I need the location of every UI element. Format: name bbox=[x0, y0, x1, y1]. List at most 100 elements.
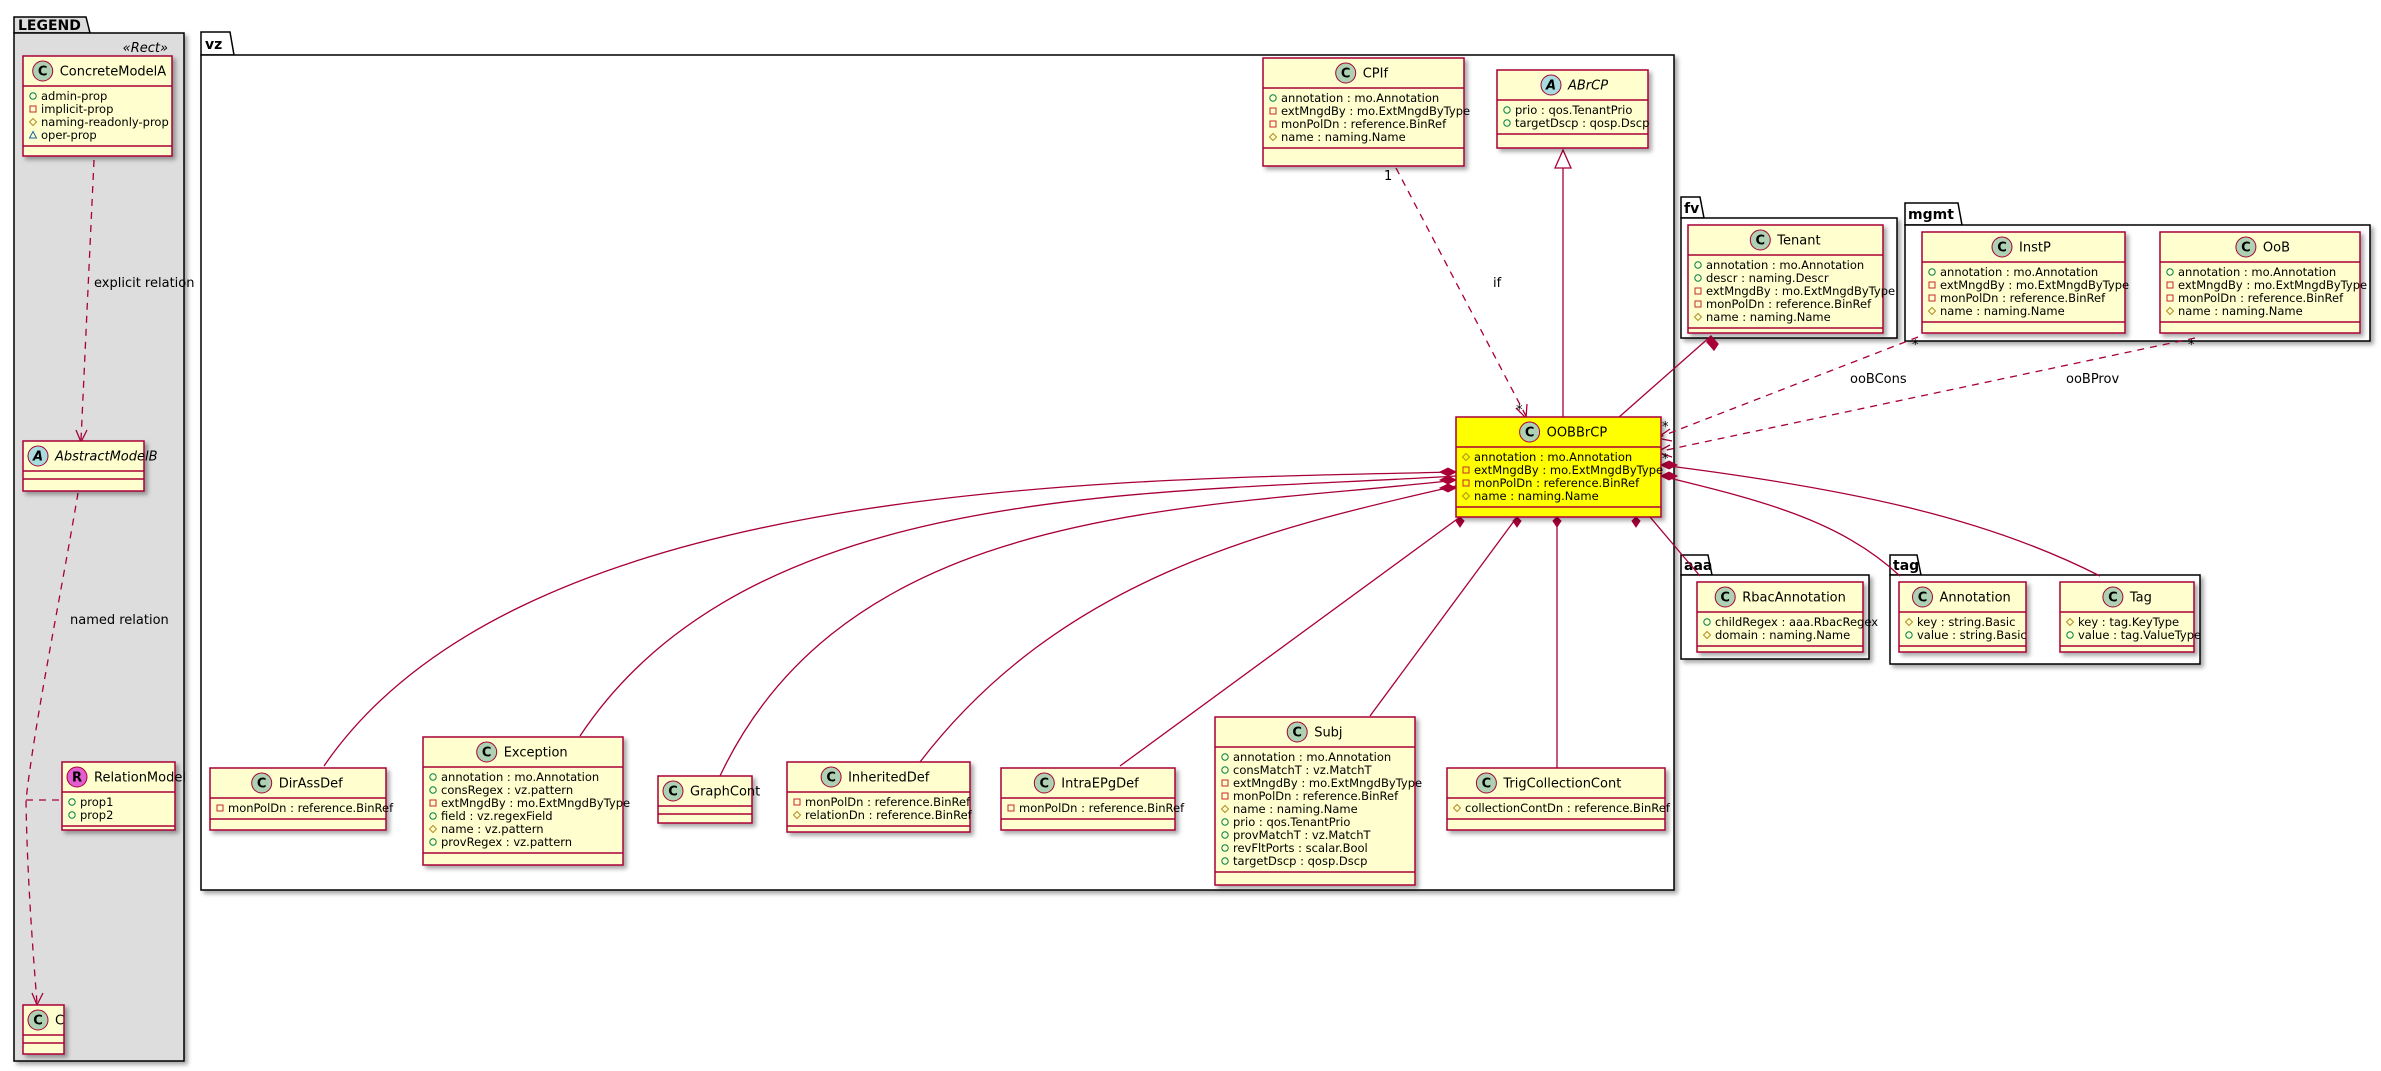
class-name: Tenant bbox=[1776, 234, 1820, 249]
class-attribute: monPolDn : reference.BinRef bbox=[1233, 789, 1399, 803]
class-box bbox=[1921, 231, 2126, 334]
public-visibility-icon bbox=[1221, 844, 1229, 852]
class-attribute: name : naming.Name bbox=[1706, 310, 1831, 324]
class-attribute: provRegex : vz.pattern bbox=[441, 835, 572, 849]
label-star-oobbrcp-1: * bbox=[1662, 420, 1669, 435]
private-visibility-icon bbox=[1694, 300, 1702, 308]
edge-oobcons bbox=[1656, 336, 1919, 439]
label-star-instp: * bbox=[1912, 338, 1919, 353]
class-attribute: targetDscp : qosp.Dscp bbox=[1233, 854, 1367, 868]
class-name: OOBBrCP bbox=[1547, 426, 1608, 441]
class-icon bbox=[27, 1009, 49, 1031]
class-attribute: collectionContDn : reference.BinRef bbox=[1465, 801, 1671, 815]
class-name: C bbox=[55, 1014, 64, 1029]
class-icon-letter: C bbox=[1040, 777, 1050, 792]
protected-visibility-icon bbox=[1461, 491, 1471, 501]
private-visibility-icon bbox=[1269, 107, 1277, 115]
edge-exception bbox=[579, 475, 1457, 737]
public-visibility-icon bbox=[429, 812, 437, 820]
class-name: GraphCont bbox=[690, 785, 760, 800]
edge-subj bbox=[1369, 516, 1518, 717]
protected-visibility-icon bbox=[1904, 617, 1914, 627]
private-visibility-icon bbox=[1007, 804, 1015, 812]
class-attribute: key : string.Basic bbox=[1917, 615, 2015, 629]
class-icon-letter: C bbox=[1756, 234, 1766, 249]
public-visibility-icon bbox=[1269, 94, 1277, 102]
edge-generalization-triangle bbox=[1553, 148, 1573, 169]
protected-visibility-icon bbox=[1220, 804, 1230, 814]
edge-intraepgdef bbox=[1119, 516, 1461, 767]
class-box bbox=[1496, 69, 1649, 149]
private-visibility-icon bbox=[429, 799, 437, 807]
diamond-left-1 bbox=[1438, 467, 1458, 477]
class-attribute: annotation : mo.Annotation bbox=[2178, 265, 2336, 279]
protected-visibility-icon bbox=[1268, 132, 1278, 142]
class-attribute: annotation : mo.Annotation bbox=[441, 770, 599, 784]
private-visibility-icon bbox=[1694, 287, 1702, 295]
class-icon-letter: A bbox=[32, 450, 43, 465]
class-icon bbox=[662, 780, 684, 802]
public-visibility-icon bbox=[1221, 766, 1229, 774]
class-attribute: prio : qos.TenantPrio bbox=[1233, 815, 1350, 829]
public-visibility-icon bbox=[1905, 631, 1913, 639]
label-oobprov: ooBProv bbox=[2066, 372, 2119, 387]
class-icon bbox=[1749, 229, 1771, 251]
class-attribute: targetDscp : qosp.Dscp bbox=[1515, 116, 1649, 130]
protected-visibility-icon bbox=[1702, 630, 1712, 640]
class-icon bbox=[476, 741, 498, 763]
class-name: Subj bbox=[1314, 726, 1342, 741]
edges bbox=[25, 148, 2196, 1007]
class-icon bbox=[32, 60, 54, 82]
public-visibility-icon bbox=[1221, 857, 1229, 865]
class-attribute: name : naming.Name bbox=[1233, 802, 1358, 816]
diamond-right-2 bbox=[1659, 471, 1679, 481]
class-name: TrigCollectionCont bbox=[1502, 777, 1621, 792]
class-name: IntraEPgDef bbox=[1061, 777, 1139, 792]
label-explicit-relation: explicit relation bbox=[94, 276, 194, 291]
class-name: Exception bbox=[504, 746, 568, 761]
class-icon-letter: A bbox=[1545, 79, 1556, 94]
private-visibility-icon bbox=[216, 804, 224, 812]
label-star-oob: * bbox=[2188, 338, 2195, 353]
private-visibility-icon bbox=[1928, 294, 1936, 302]
relation-class-icon bbox=[66, 766, 88, 788]
class-icon bbox=[1519, 421, 1541, 443]
class-attribute: consRegex : vz.pattern bbox=[441, 783, 573, 797]
class-attribute: extMngdBy : mo.ExtMngdByType bbox=[2178, 278, 2367, 292]
class-icon bbox=[2102, 586, 2124, 608]
public-visibility-icon bbox=[1694, 261, 1702, 269]
private-visibility-icon bbox=[1269, 120, 1277, 128]
public-visibility-icon bbox=[1221, 818, 1229, 826]
class-attribute: name : naming.Name bbox=[1281, 130, 1406, 144]
edge-tenant-diamond bbox=[1706, 334, 1719, 352]
public-visibility-icon bbox=[2166, 268, 2174, 276]
class-name: Annotation bbox=[1940, 591, 2011, 606]
class-attribute: prop1 bbox=[80, 795, 113, 809]
class-icon bbox=[1286, 721, 1308, 743]
protected-visibility-icon bbox=[1461, 452, 1471, 462]
class-icon-letter: C bbox=[1341, 67, 1351, 82]
class-attribute: key : tag.KeyType bbox=[2078, 615, 2179, 629]
class-icon-letter: C bbox=[1918, 591, 1928, 606]
